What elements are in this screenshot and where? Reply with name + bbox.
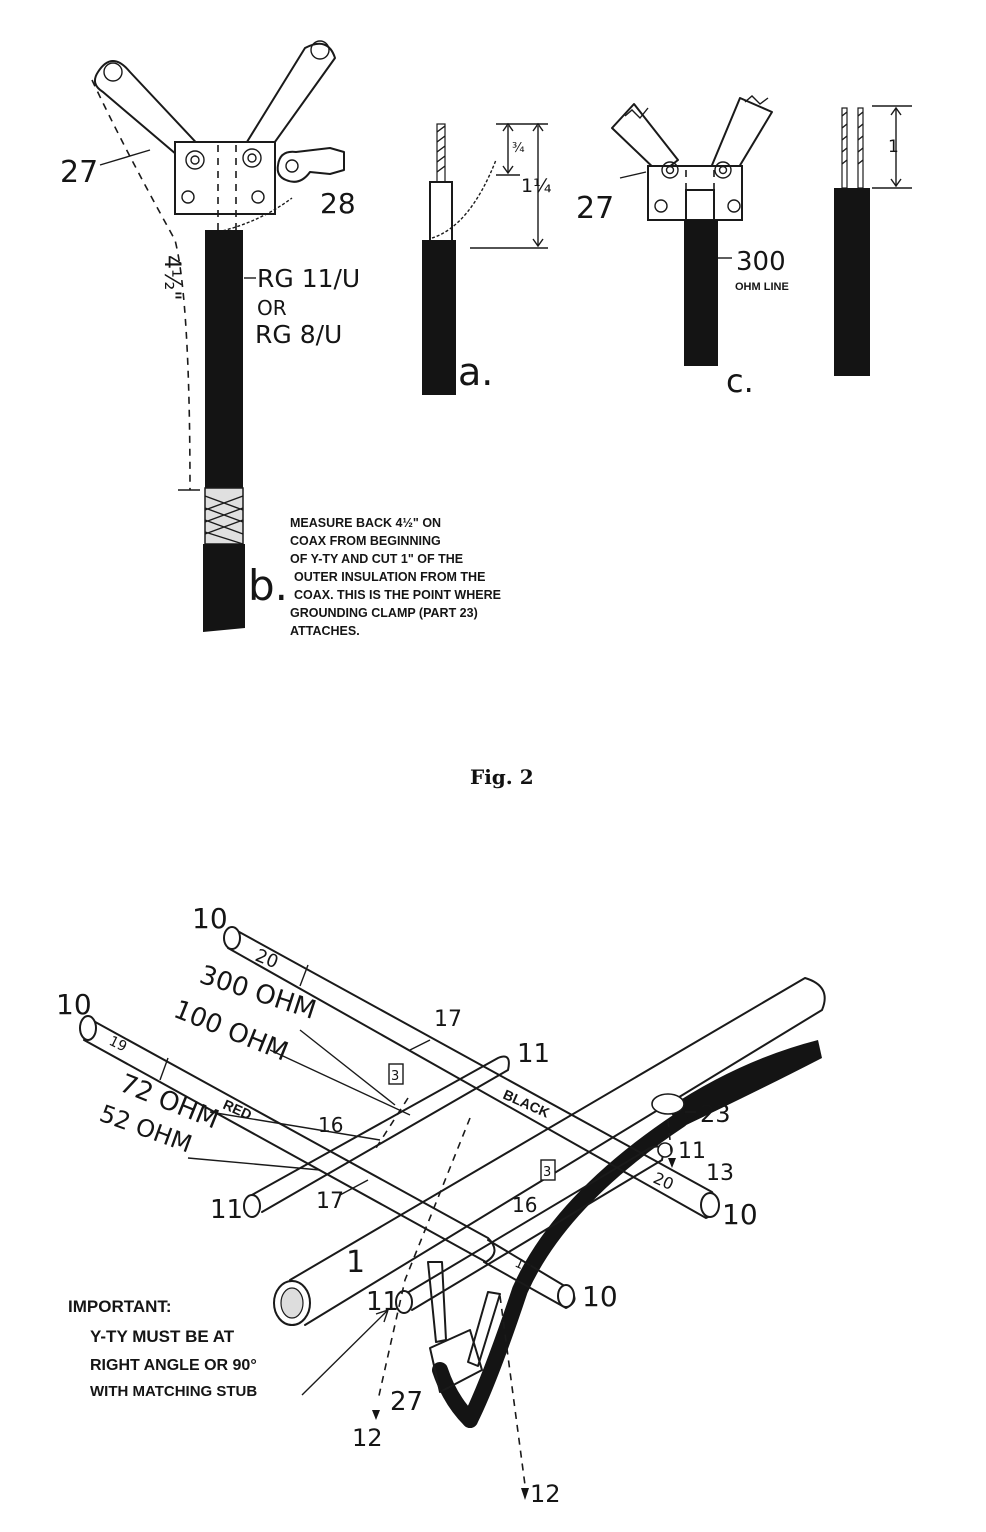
panel-b: 27 28 4½" RG 11/U OR RG 8/U b. MEASURE B…	[60, 40, 501, 638]
coax-type-line-2: OR	[257, 296, 287, 320]
panel-b-letter: b.	[248, 561, 288, 610]
coax-type-line-1: RG 11/U	[257, 264, 360, 293]
label-10: 10	[56, 988, 92, 1021]
label-20: 20	[650, 1168, 676, 1194]
part-27-label: 27	[60, 155, 98, 190]
dim-one-and-quarter: 1¼	[521, 175, 552, 197]
dim-three-quarter: ¾	[512, 141, 525, 156]
label-11: 11	[678, 1139, 706, 1164]
label-11: 11	[517, 1039, 550, 1069]
label-3: 3	[391, 1069, 399, 1084]
panel-a: ¾ 1¼ a.	[422, 122, 552, 395]
panel-c-letter: c.	[726, 362, 754, 400]
label-12: 12	[352, 1424, 383, 1452]
label-13: 13	[706, 1161, 734, 1186]
label-11: 11	[210, 1195, 243, 1225]
label-20: 20	[252, 945, 281, 973]
note-line: OUTER INSULATION FROM THE	[294, 570, 485, 584]
label-23: 23	[700, 1100, 731, 1128]
part-28-label: 28	[320, 187, 356, 220]
line-value-label: 300	[736, 247, 786, 277]
note-line: GROUNDING CLAMP (PART 23)	[290, 606, 478, 620]
label-17: 17	[434, 1007, 462, 1032]
line-unit-label: OHM LINE	[735, 281, 789, 293]
important-title: IMPORTANT:	[68, 1297, 172, 1316]
label-11: 11	[366, 1287, 399, 1317]
label-10: 10	[722, 1198, 758, 1231]
label-10: 10	[582, 1280, 618, 1313]
measure-label: 4½"	[159, 255, 184, 300]
label-10: 10	[192, 902, 228, 935]
dim-one-inch: 1	[888, 137, 899, 157]
part-labels: 10 20 300 OHM 17 10 19 100 OHM 11 3 BLAC…	[56, 902, 758, 1508]
label-1: 1	[346, 1245, 365, 1280]
figure-caption: Fig. 2	[470, 765, 534, 789]
important-line: RIGHT ANGLE OR 90°	[90, 1357, 257, 1374]
label-19: 19	[512, 1256, 533, 1276]
panel-a-letter: a.	[458, 350, 493, 394]
note-line: COAX FROM BEGINNING	[290, 534, 441, 548]
important-line: WITH MATCHING STUB	[90, 1383, 257, 1400]
label-19: 19	[106, 1033, 129, 1055]
note-line: ATTACHES.	[290, 624, 360, 638]
label-17: 17	[316, 1189, 344, 1214]
panel-c: 27 300 OHM LINE c. 1	[576, 95, 912, 400]
important-note: IMPORTANT: Y-TY MUST BE AT RIGHT ANGLE O…	[68, 1297, 257, 1400]
label-12: 12	[530, 1480, 561, 1508]
label-16: 16	[318, 1113, 343, 1137]
label-3: 3	[543, 1165, 551, 1180]
label-16: 16	[512, 1193, 537, 1217]
bottom-assembly: 10 20 300 OHM 17 10 19 100 OHM 11 3 BLAC…	[56, 902, 826, 1508]
note-line: COAX. THIS IS THE POINT WHERE	[294, 588, 501, 602]
note-line: MEASURE BACK 4½" ON	[290, 516, 441, 530]
panel-b-note: MEASURE BACK 4½" ON COAX FROM BEGINNING …	[290, 516, 501, 638]
coax-type-line-3: RG 8/U	[255, 320, 342, 349]
label-27: 27	[390, 1387, 423, 1417]
part-27-label-c: 27	[576, 191, 614, 226]
note-line: OF Y-TY AND CUT 1" OF THE	[290, 552, 463, 566]
important-line: Y-TY MUST BE AT	[90, 1327, 235, 1346]
